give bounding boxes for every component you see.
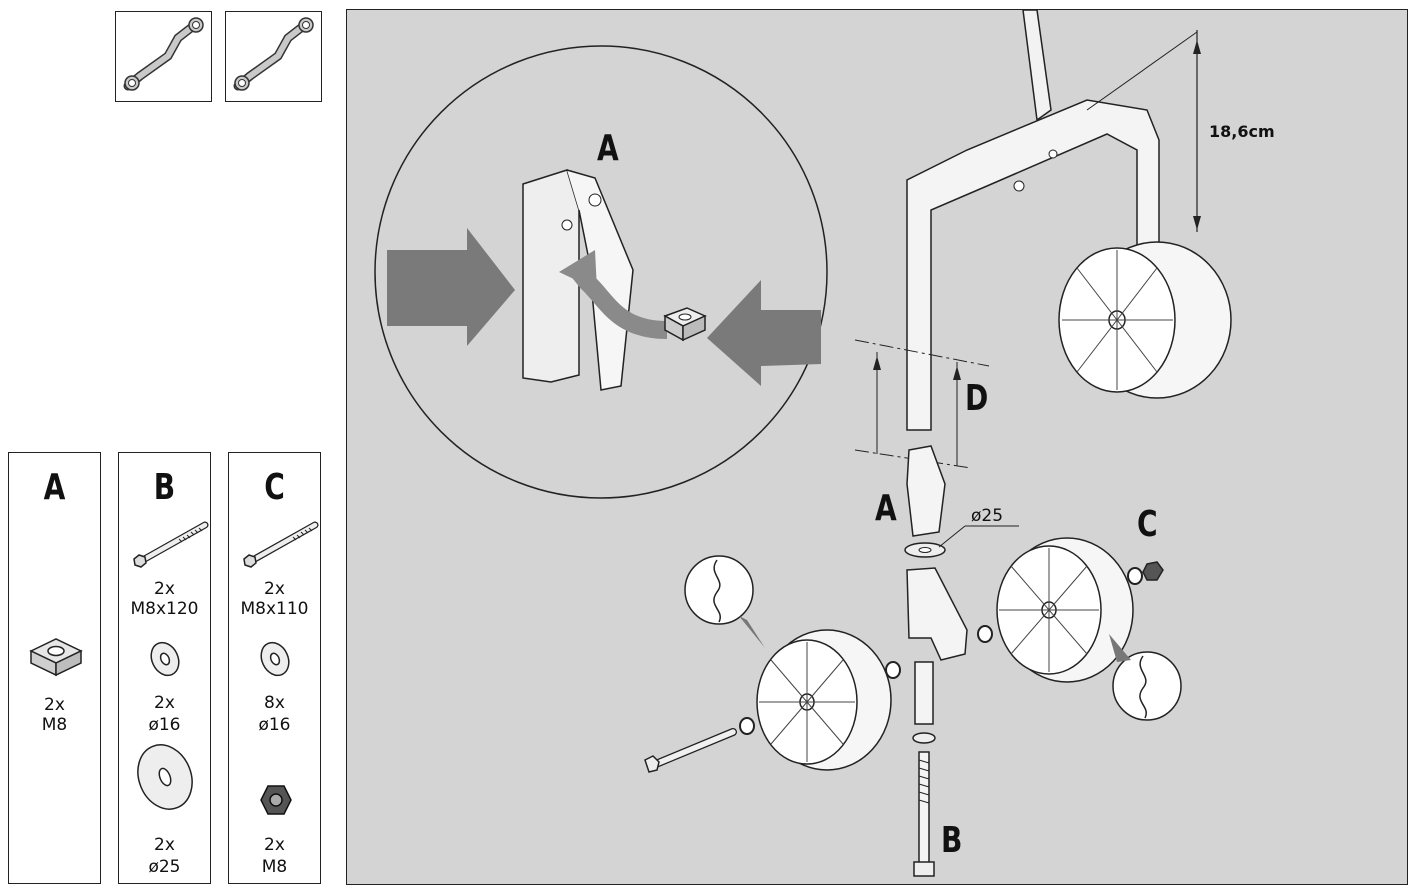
label-c: C: [1137, 504, 1158, 545]
size-label: M8: [261, 857, 288, 877]
size-label: ø16: [258, 715, 291, 735]
dimension-label: 18,6cm: [1209, 122, 1275, 141]
wrench-icon: [123, 17, 204, 91]
parts-letter: A: [43, 467, 66, 508]
push-arrow-left-icon: [387, 228, 515, 346]
assembly-drawing: [374, 10, 1232, 877]
parts-box-a: A 2x M8: [8, 452, 101, 884]
bolt-icon: [133, 521, 209, 568]
qty-label: 2x: [264, 835, 285, 855]
qty-label: 2x: [44, 695, 65, 715]
washer-diameter-label: ø25: [971, 506, 1004, 526]
qty-label: 2x: [154, 835, 175, 855]
qty-label: 2x: [154, 579, 175, 599]
tool-box-wrench-2: [225, 11, 322, 102]
parts-box-b: B 2x M8x120 2x ø16 2x ø25: [118, 452, 211, 884]
size-label: ø25: [148, 857, 181, 877]
parts-box-c: C 2x M8x110 8x ø16 2x M8: [228, 452, 321, 884]
label-b: B: [941, 820, 963, 861]
detail-label-a: A: [597, 128, 619, 169]
parts-letter: C: [264, 467, 285, 508]
label-d: D: [965, 378, 989, 419]
label-a: A: [875, 488, 897, 529]
assembly-diagram-panel: A 18,6cm D A ø25 C B: [346, 9, 1408, 885]
hex-nut-icon: [260, 785, 292, 815]
washer-icon: [260, 641, 290, 677]
tool-box-wrench-1: [115, 11, 212, 102]
washer-icon: [150, 641, 180, 677]
qty-label: 2x: [264, 579, 285, 599]
size-label: M8x120: [130, 599, 199, 619]
square-nut-icon: [29, 638, 83, 677]
size-label: ø16: [148, 715, 181, 735]
size-label: M8: [41, 715, 68, 735]
bolt-icon: [243, 521, 319, 568]
qty-label: 8x: [264, 693, 285, 713]
size-label: M8x110: [240, 599, 309, 619]
qty-label: 2x: [154, 693, 175, 713]
wrench-icon: [233, 17, 314, 91]
push-arrow-right-icon: [707, 280, 821, 386]
parts-letter: B: [153, 467, 176, 508]
large-washer-icon: [137, 744, 193, 810]
